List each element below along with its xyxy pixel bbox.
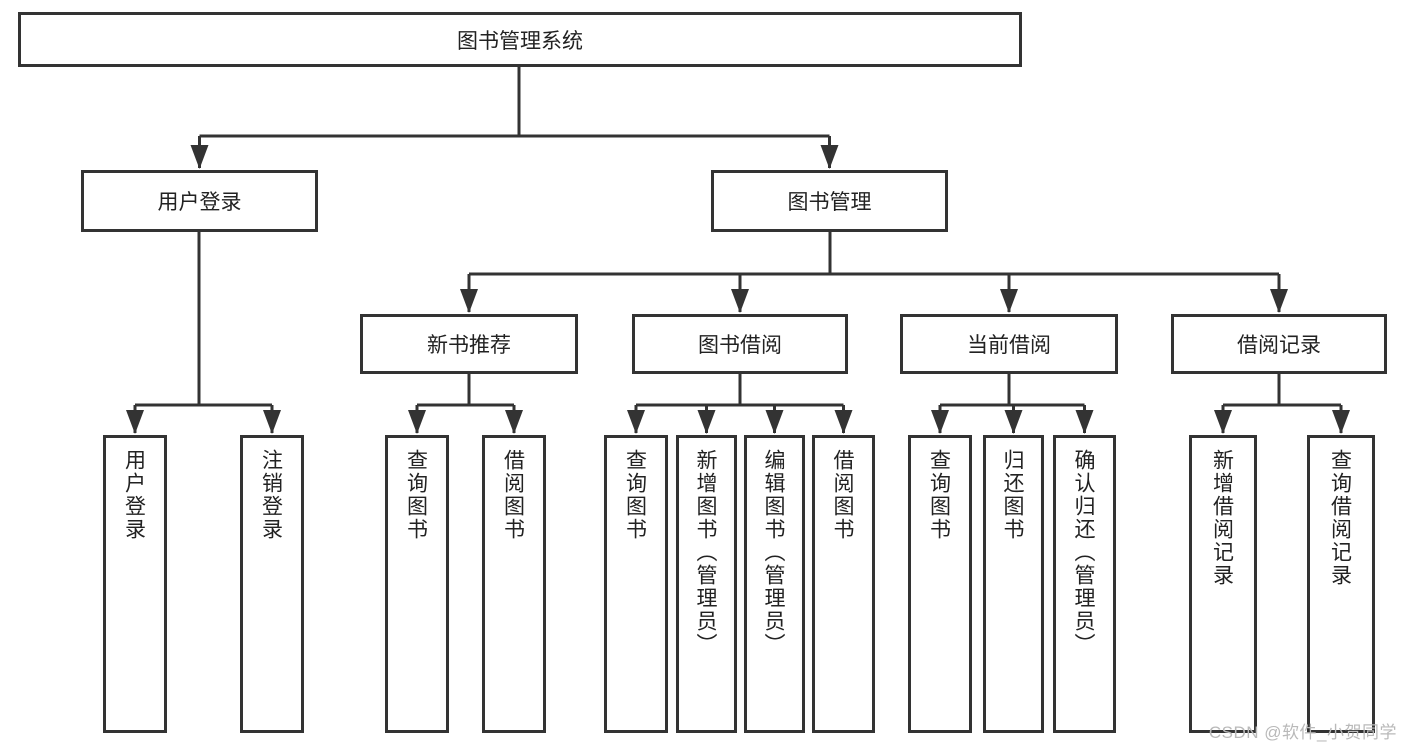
node-leaf-new_book_recommend-0[interactable] bbox=[385, 435, 449, 733]
node-leaf-borrow_record-1[interactable] bbox=[1307, 435, 1375, 733]
node-leaf-book_borrow-2[interactable] bbox=[744, 435, 805, 733]
node-leaf-book_borrow-0[interactable] bbox=[604, 435, 668, 733]
arrow-head-icon bbox=[627, 410, 645, 434]
watermark-text: CSDN @软件_小贺同学 bbox=[1208, 723, 1397, 742]
arrow-head-icon bbox=[834, 410, 853, 434]
node-level2-2[interactable] bbox=[900, 314, 1118, 374]
arrow-head-icon bbox=[1000, 289, 1018, 313]
node-level1-1[interactable] bbox=[711, 170, 948, 232]
node-leaf-book_borrow-1[interactable] bbox=[676, 435, 737, 733]
arrow-head-icon bbox=[1332, 410, 1350, 434]
arrow-head-icon bbox=[931, 410, 949, 434]
arrow-head-icon bbox=[263, 410, 281, 434]
arrow-head-icon bbox=[697, 410, 716, 434]
node-leaf-book_borrow-3[interactable] bbox=[812, 435, 875, 733]
arrow-head-icon bbox=[1075, 410, 1094, 434]
node-leaf-user_login-0[interactable] bbox=[103, 435, 167, 733]
node-leaf-current_borrow-2[interactable] bbox=[1053, 435, 1116, 733]
connectors-layer bbox=[126, 67, 1350, 434]
arrow-head-icon bbox=[460, 289, 478, 313]
arrow-head-icon bbox=[126, 410, 144, 434]
node-root[interactable] bbox=[18, 12, 1022, 67]
node-level2-1[interactable] bbox=[632, 314, 848, 374]
arrow-head-icon bbox=[731, 289, 749, 313]
node-level2-3[interactable] bbox=[1171, 314, 1387, 374]
arrow-head-icon bbox=[190, 145, 209, 169]
arrow-head-icon bbox=[505, 410, 523, 434]
node-level2-0[interactable] bbox=[360, 314, 578, 374]
node-leaf-current_borrow-1[interactable] bbox=[983, 435, 1044, 733]
node-leaf-new_book_recommend-1[interactable] bbox=[482, 435, 546, 733]
arrow-head-icon bbox=[820, 145, 839, 169]
node-leaf-borrow_record-0[interactable] bbox=[1189, 435, 1257, 733]
arrow-head-icon bbox=[1004, 410, 1023, 434]
boxes-layer bbox=[18, 12, 1387, 733]
arrow-head-icon bbox=[1270, 289, 1288, 313]
arrow-head-icon bbox=[765, 410, 784, 434]
node-leaf-user_login-1[interactable] bbox=[240, 435, 304, 733]
node-leaf-current_borrow-0[interactable] bbox=[908, 435, 972, 733]
arrow-head-icon bbox=[408, 410, 426, 434]
node-level1-0[interactable] bbox=[81, 170, 318, 232]
arrow-head-icon bbox=[1214, 410, 1232, 434]
